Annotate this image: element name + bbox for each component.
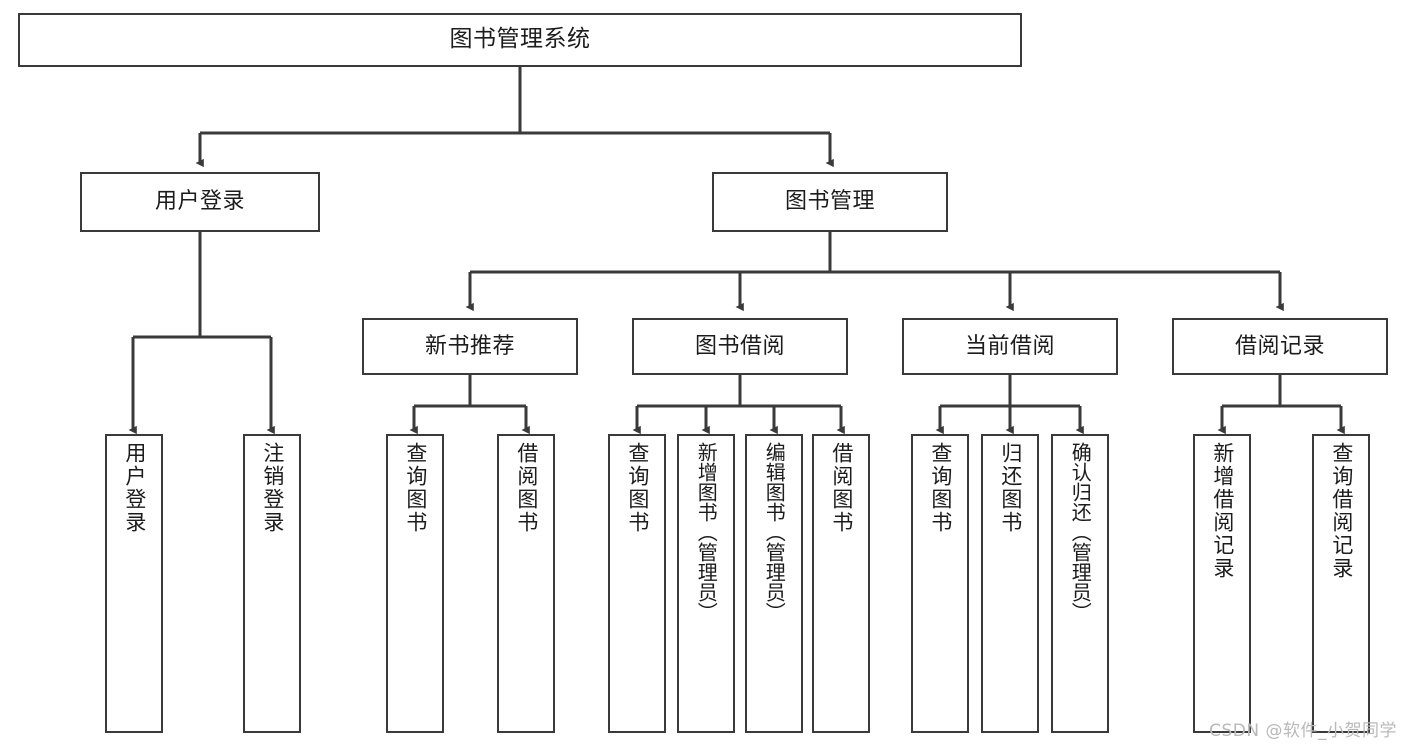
watermark: CSDN @软件_小贺同学 — [1209, 721, 1397, 741]
leaf-borrow-book-recommend[interactable]: 借阅图书 — [497, 434, 555, 733]
node-user-login[interactable]: 用户登录 — [80, 172, 320, 232]
node-new-book-recommend[interactable]: 新书推荐 — [362, 318, 578, 375]
leaf-return-book[interactable]: 归还图书 — [981, 434, 1039, 733]
leaf-user-login[interactable]: 用户登录 — [105, 434, 163, 733]
node-label: 借阅图书 — [829, 442, 854, 534]
leaf-query-borrow-record[interactable]: 查询借阅记录 — [1312, 434, 1370, 733]
node-label: 查询图书 — [928, 442, 953, 534]
node-label: 确认归还（管理员） — [1068, 442, 1093, 622]
node-label: 查询图书 — [625, 442, 650, 534]
node-label: 注销登录 — [260, 442, 285, 534]
node-book-borrow[interactable]: 图书借阅 — [632, 318, 848, 375]
node-label: 编辑图书（管理员） — [762, 442, 787, 622]
node-label: 新增借阅记录 — [1210, 442, 1235, 580]
node-label: 查询借阅记录 — [1329, 442, 1354, 580]
leaf-confirm-return-admin[interactable]: 确认归还（管理员） — [1051, 434, 1109, 733]
leaf-query-book-current[interactable]: 查询图书 — [911, 434, 969, 733]
node-label: 图书借阅 — [694, 333, 785, 359]
node-root-system[interactable]: 图书管理系统 — [18, 13, 1022, 67]
node-label: 图书管理系统 — [449, 26, 591, 53]
leaf-borrow-book[interactable]: 借阅图书 — [812, 434, 870, 733]
node-label: 借阅记录 — [1234, 333, 1325, 359]
node-borrow-record[interactable]: 借阅记录 — [1172, 318, 1388, 375]
node-label: 新书推荐 — [424, 333, 515, 359]
leaf-query-book[interactable]: 查询图书 — [608, 434, 666, 733]
node-label: 当前借阅 — [964, 333, 1055, 359]
node-label: 用户登录 — [122, 442, 147, 534]
node-label: 归还图书 — [998, 442, 1023, 534]
leaf-add-book-admin[interactable]: 新增图书（管理员） — [677, 434, 735, 733]
node-book-management[interactable]: 图书管理 — [712, 172, 948, 232]
leaf-query-book-recommend[interactable]: 查询图书 — [386, 434, 444, 733]
node-label: 查询图书 — [403, 442, 428, 534]
leaf-logout[interactable]: 注销登录 — [243, 434, 301, 733]
leaf-edit-book-admin[interactable]: 编辑图书（管理员） — [745, 434, 803, 733]
node-label: 新增图书（管理员） — [694, 442, 719, 622]
leaf-add-borrow-record[interactable]: 新增借阅记录 — [1193, 434, 1251, 733]
node-label: 图书管理 — [784, 189, 875, 215]
node-label: 用户登录 — [154, 189, 245, 215]
node-label: 借阅图书 — [514, 442, 539, 534]
node-current-borrow[interactable]: 当前借阅 — [902, 318, 1118, 375]
